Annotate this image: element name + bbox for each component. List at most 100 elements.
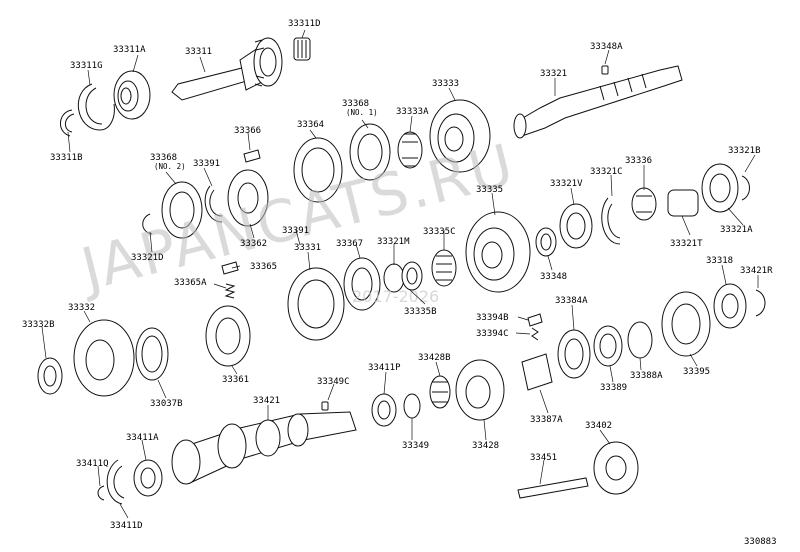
part-label-33331[interactable]: 33331 xyxy=(294,243,321,253)
part-label-33335c[interactable]: 33335C xyxy=(423,227,456,237)
part-label-33421[interactable]: 33421 xyxy=(253,396,280,406)
part-label-33321[interactable]: 33321 xyxy=(540,69,567,79)
snap-ring-33311G-drawing xyxy=(77,83,115,131)
part-label-33311d[interactable]: 33311D xyxy=(288,19,321,29)
part-label-33411p[interactable]: 33411P xyxy=(368,363,401,373)
part-label-33348a[interactable]: 33348A xyxy=(590,42,623,52)
ring-33368-no1-drawing xyxy=(349,123,391,181)
part-label-33311[interactable]: 33311 xyxy=(185,47,212,57)
part-label-33451[interactable]: 33451 xyxy=(530,453,557,463)
snap-ring-33421R-drawing xyxy=(755,289,766,317)
key-33348A-drawing xyxy=(601,65,609,75)
part-label-33349c[interactable]: 33349C xyxy=(317,377,350,387)
sleeve-33364-drawing xyxy=(293,137,343,203)
gear-33333-drawing xyxy=(429,99,491,173)
shifting-key-33365-drawing xyxy=(221,261,239,275)
snap-ring-33321D-drawing xyxy=(142,213,153,235)
washer-33349-drawing xyxy=(403,393,421,419)
part-label-33384a[interactable]: 33384A xyxy=(555,296,588,306)
key-33387A-drawing xyxy=(521,353,553,391)
gear-33428-drawing xyxy=(455,359,505,421)
part-label-33428b[interactable]: 33428B xyxy=(418,353,451,363)
part-label-33365a[interactable]: 33365A xyxy=(174,278,207,288)
ring-33391-drawing xyxy=(204,185,223,223)
gear-33331-drawing xyxy=(287,267,345,341)
part-label-33349[interactable]: 33349 xyxy=(402,441,429,451)
bearing-33335C-drawing xyxy=(431,249,457,287)
part-label-33333[interactable]: 33333 xyxy=(432,79,459,89)
part-label-33394c[interactable]: 33394C xyxy=(476,329,509,339)
part-label-33388a[interactable]: 33388A xyxy=(630,371,663,381)
bearing-33311D-drawing xyxy=(293,37,311,61)
gear-33335-drawing xyxy=(465,211,531,293)
bearing-33311A-drawing xyxy=(113,70,151,120)
idler-shaft-33451-drawing xyxy=(517,477,589,499)
part-label-33411a[interactable]: 33411A xyxy=(126,433,159,443)
part-label-33391[interactable]: 33391 xyxy=(193,159,220,169)
part-label-33037b[interactable]: 33037B xyxy=(150,399,183,409)
part-label-33391[interactable]: 33391 xyxy=(282,226,309,236)
gear-33332-drawing xyxy=(73,319,135,397)
part-label-33332b[interactable]: 33332B xyxy=(22,320,55,330)
snap-ring-33321C-drawing xyxy=(601,197,621,245)
part-label-33411d[interactable]: 33411D xyxy=(110,521,143,531)
bearing-33428B-drawing xyxy=(429,375,451,409)
collar-33321T-drawing xyxy=(667,189,699,217)
part-label-33335b[interactable]: 33335B xyxy=(404,307,437,317)
ring-33389-drawing xyxy=(593,325,623,367)
part-label-33311a[interactable]: 33311A xyxy=(113,45,146,55)
part-label-33402[interactable]: 33402 xyxy=(585,421,612,431)
part-label-33361[interactable]: 33361 xyxy=(222,375,249,385)
part-label-note: (NO. 1) xyxy=(346,108,378,117)
snap-ring-33311B-drawing xyxy=(60,109,75,137)
part-label-33411q[interactable]: 33411Q xyxy=(76,459,109,469)
part-label-33389[interactable]: 33389 xyxy=(600,383,627,393)
part-label-33321v[interactable]: 33321V xyxy=(550,179,583,189)
part-label-33368-note[interactable]: 33368 xyxy=(342,99,369,109)
part-labels: 33311D 33311A 33311 33311G 33311B 33348A 33321… xyxy=(22,19,773,531)
ring-33384A-drawing xyxy=(557,329,591,379)
part-label-33421r[interactable]: 33421R xyxy=(740,266,773,276)
part-label-33368-note[interactable]: 33368 xyxy=(150,153,177,163)
bearing-33411A-drawing xyxy=(133,459,163,497)
counter-shaft-drawing xyxy=(171,411,357,485)
bearing-33336-drawing xyxy=(631,187,657,221)
part-label-33332[interactable]: 33332 xyxy=(68,303,95,313)
part-label-33336[interactable]: 33336 xyxy=(625,156,652,166)
part-label-33428[interactable]: 33428 xyxy=(472,441,499,451)
part-label-33311g[interactable]: 33311G xyxy=(70,61,103,71)
input-shaft-drawing xyxy=(171,37,283,101)
part-label-33366[interactable]: 33366 xyxy=(234,126,261,136)
part-label-33311b[interactable]: 33311B xyxy=(50,153,83,163)
key-33366-drawing xyxy=(243,149,261,163)
part-label-33365[interactable]: 33365 xyxy=(250,262,277,272)
part-label-33321d[interactable]: 33321D xyxy=(131,253,164,263)
part-label-33367[interactable]: 33367 xyxy=(336,239,363,249)
ring-33411P-drawing xyxy=(371,393,397,427)
part-label-33321m[interactable]: 33321M xyxy=(377,237,410,247)
part-label-33335[interactable]: 33335 xyxy=(476,185,503,195)
bearing-33321A-drawing xyxy=(701,163,739,213)
ring-33321M-drawing xyxy=(383,261,423,293)
hub-33362-drawing xyxy=(227,169,269,227)
part-label-33395[interactable]: 33395 xyxy=(683,367,710,377)
part-label-33362[interactable]: 33362 xyxy=(240,239,267,249)
part-label-33364[interactable]: 33364 xyxy=(297,120,324,130)
part-label-33387a[interactable]: 33387A xyxy=(530,415,563,425)
part-label-33321t[interactable]: 33321T xyxy=(670,239,703,249)
spring-33365A-drawing xyxy=(224,283,236,299)
part-label-33321b[interactable]: 33321B xyxy=(728,146,761,156)
part-label-33394b[interactable]: 33394B xyxy=(476,313,509,323)
part-label-33321a[interactable]: 33321A xyxy=(720,225,753,235)
ring-33411D-drawing xyxy=(106,459,125,505)
snap-ring-33411Q-drawing xyxy=(97,485,105,501)
part-label-33321c[interactable]: 33321C xyxy=(590,167,623,177)
diagram-id: 330883 xyxy=(744,537,777,547)
part-label-33348[interactable]: 33348 xyxy=(540,272,567,282)
part-label-33318[interactable]: 33318 xyxy=(706,256,733,266)
gear-33395-drawing xyxy=(661,291,711,357)
bearing-33332B-drawing xyxy=(37,357,63,395)
part-label-33333a[interactable]: 33333A xyxy=(396,107,429,117)
